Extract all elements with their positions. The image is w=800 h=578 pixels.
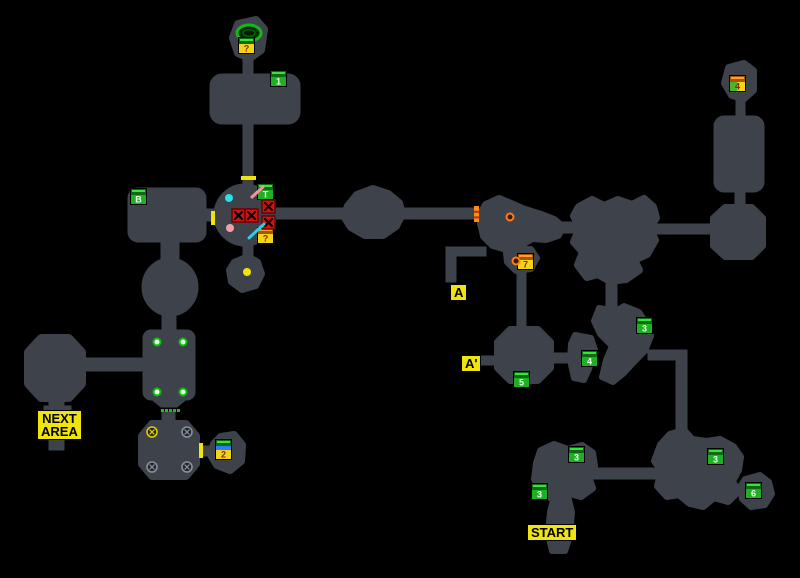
room-west-blob — [141, 257, 199, 317]
chest-hub-bottom-icon: ? — [257, 227, 274, 244]
svg-text:3: 3 — [713, 455, 718, 465]
svg-text:6: 6 — [751, 489, 756, 499]
pink-dot-icon — [226, 224, 234, 232]
chest-start-left-icon: 3 — [531, 483, 548, 500]
svg-text:4: 4 — [735, 82, 740, 92]
yellow-dot-icon — [243, 268, 251, 276]
chest-north-hall-icon: 1 — [270, 70, 287, 87]
green-node-icon — [178, 387, 188, 397]
hidden-passage-dots — [161, 409, 180, 412]
svg-text:3: 3 — [642, 324, 647, 334]
corridor-shaft-down — [516, 267, 527, 333]
bolt-icon — [181, 426, 193, 438]
room-junction-blob — [477, 195, 566, 253]
orange-ring-icon — [505, 212, 515, 222]
label-next-area: NEXT AREA — [37, 410, 82, 440]
svg-text:T: T — [263, 190, 269, 200]
corridor-central-east — [649, 223, 717, 235]
chest-ne-alcove-icon: 4 — [729, 75, 746, 92]
room-se-mass — [651, 427, 744, 510]
room-central-mass — [570, 195, 660, 285]
svg-text:B: B — [135, 195, 142, 205]
svg-text:3: 3 — [574, 453, 579, 463]
bolt-icon-active — [146, 426, 158, 438]
green-node-icon — [152, 387, 162, 397]
chest-bolt-room-icon: 2 — [215, 439, 232, 460]
orange-ring-icon — [511, 256, 521, 266]
chest-start-top-icon: 3 — [568, 446, 585, 463]
map-icons: ? 1B T? 2 7 4 3 4 5 3 3 3 6 — [130, 23, 762, 500]
chest-sliver-room-icon: 4 — [581, 350, 598, 367]
green-node-icon — [178, 337, 188, 347]
red-block-icon — [231, 208, 246, 223]
corridor-start-east — [587, 467, 659, 480]
bolt-icon — [146, 461, 158, 473]
svg-text:?: ? — [244, 44, 250, 54]
label-start: START — [527, 524, 578, 541]
room-mid-bulge — [340, 185, 406, 239]
svg-text:?: ? — [263, 234, 269, 244]
door-tick-yellow — [211, 211, 215, 225]
chest-se-pocket-icon: 6 — [745, 482, 762, 499]
green-node-icon — [152, 337, 162, 347]
door-tick-orange — [474, 206, 479, 222]
cyan-dot-icon — [225, 194, 233, 202]
red-block-icon — [261, 199, 276, 214]
svg-text:3: 3 — [537, 490, 542, 500]
chest-round-south-icon: 5 — [513, 371, 530, 388]
room-next-area-round — [24, 334, 86, 402]
chest-question-icon: ? — [238, 37, 255, 54]
chest-junction-icon: 7 — [517, 253, 534, 270]
room-ne-tall — [713, 115, 765, 193]
corridor-next-area-link — [79, 357, 147, 372]
chest-west-hall-icon: B — [130, 188, 147, 205]
bolt-icon — [181, 461, 193, 473]
chest-se-mass-icon: 3 — [707, 448, 724, 465]
map-rooms — [24, 16, 775, 554]
svg-text:5: 5 — [519, 378, 524, 388]
room-round-south — [494, 326, 554, 384]
room-ne-octagon — [710, 204, 766, 260]
svg-text:4: 4 — [587, 357, 592, 367]
door-tick-yellow — [241, 176, 256, 180]
label-next-area-line2: AREA — [41, 424, 78, 439]
laser-pink-icon — [250, 185, 265, 199]
label-next-area-line1: NEXT — [42, 411, 77, 426]
corridor-west-shaft — [161, 311, 177, 333]
label-portal-a-prime: A' — [461, 355, 482, 372]
svg-text:7: 7 — [523, 260, 528, 270]
svg-text:2: 2 — [221, 450, 226, 460]
laser-cyan-icon — [247, 222, 266, 240]
room-switch-hall-taper — [149, 397, 189, 408]
red-block-icon — [261, 215, 276, 230]
corridor-a-vertical — [445, 255, 457, 283]
label-portal-a: A — [450, 284, 468, 301]
red-block-icon — [244, 208, 259, 223]
chest-diagonal-room-icon: 3 — [636, 317, 653, 334]
door-tick-yellow — [199, 443, 203, 458]
corridor-a-horizontal — [445, 246, 487, 257]
svg-text:1: 1 — [276, 77, 281, 87]
